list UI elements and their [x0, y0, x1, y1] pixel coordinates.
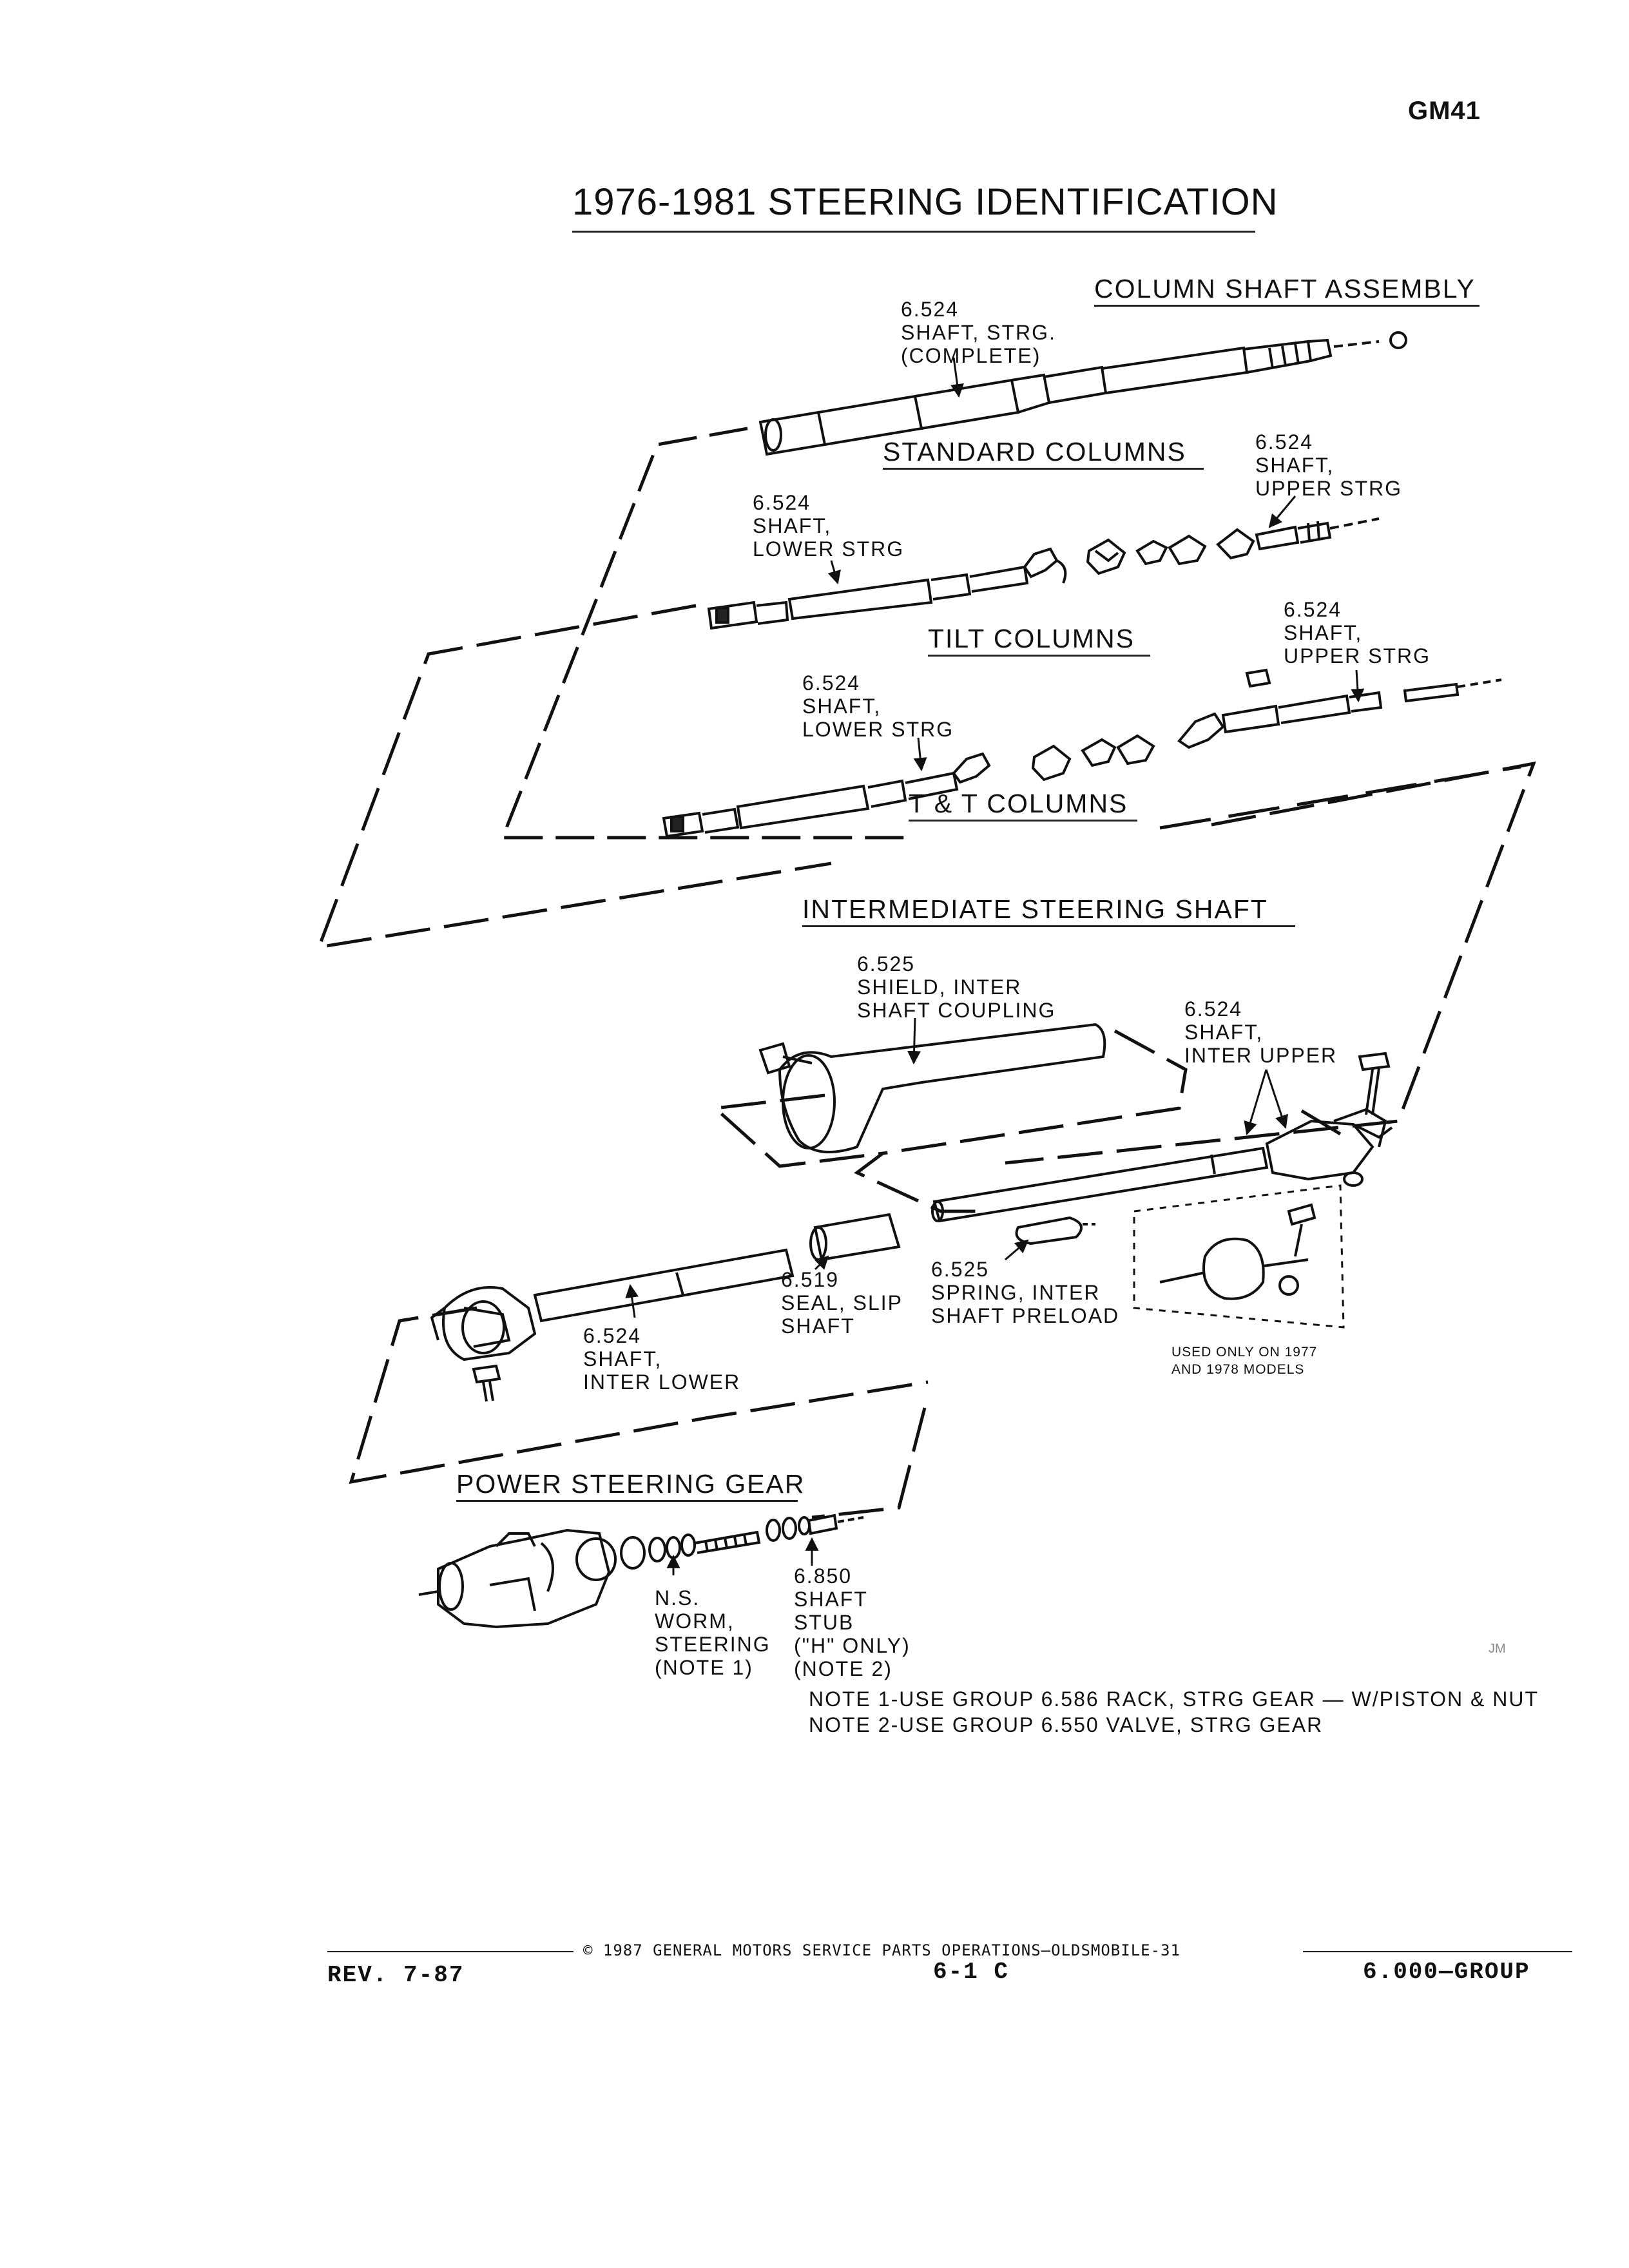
- label-used-only: USED ONLY ON 1977 AND 1978 MODELS: [1171, 1345, 1318, 1377]
- leader-std-upper: [1268, 496, 1295, 528]
- label-shield-coupling: 6.525 SHIELD, INTER SHAFT COUPLING: [857, 952, 1056, 1022]
- inter-upper-shaft-part: [932, 1053, 1392, 1221]
- shaft-stub-part: [809, 1515, 863, 1533]
- leader-tilt-lower: [913, 738, 927, 772]
- footer-page-number: 6-1 C: [933, 1959, 1010, 1985]
- leader-spring: [1005, 1239, 1029, 1260]
- section-heading-intermediate: INTERMEDIATE STEERING SHAFT: [802, 894, 1268, 924]
- inter-lower-shaft-part: [432, 1250, 793, 1401]
- note-1: NOTE 1-USE GROUP 6.586 RACK, STRG GEAR —…: [809, 1687, 1539, 1711]
- section-heading-power-gear: POWER STEERING GEAR: [456, 1469, 805, 1499]
- leader-std-lower: [827, 561, 841, 585]
- footer-rule-right: [1303, 1951, 1572, 1952]
- column-to-intermediate-frame: [1160, 767, 1521, 828]
- power-steering-gear-part: [419, 1530, 609, 1627]
- section-rule: [909, 820, 1137, 822]
- standard-routing-frame: [503, 428, 909, 838]
- label-std-lower-shaft: 6.524 SHAFT, LOWER STRG: [753, 491, 905, 561]
- title-underline: [572, 231, 1255, 233]
- standard-upper-shaft-part: [1257, 519, 1379, 549]
- footer-revision: REV. 7-87: [327, 1962, 465, 1988]
- leader-shaft-complete: [950, 358, 964, 398]
- label-tilt-upper-shaft: 6.524 SHAFT, UPPER STRG: [1284, 598, 1431, 668]
- page-title: 1976-1981 STEERING IDENTIFICATION: [572, 181, 1278, 223]
- footer-group: 6.000—GROUP: [1363, 1959, 1530, 1985]
- section-heading-tt: T & T COLUMNS: [909, 789, 1128, 818]
- artist-mark: JM: [1489, 1642, 1506, 1656]
- preload-spring-part: [1017, 1218, 1096, 1244]
- label-steering-worm: N.S. WORM, STEERING (NOTE 1): [655, 1586, 771, 1679]
- section-heading-tilt: TILT COLUMNS: [928, 624, 1135, 653]
- note-2: NOTE 2-USE GROUP 6.550 VALVE, STRG GEAR: [809, 1713, 1324, 1736]
- section-rule: [1094, 305, 1480, 307]
- column-shaft-assembly-part: [760, 332, 1406, 454]
- label-inter-lower-shaft: 6.524 SHAFT, INTER LOWER: [583, 1324, 741, 1394]
- leader-shield: [907, 1018, 921, 1065]
- label-slip-shaft-seal: 6.519 SEAL, SLIP SHAFT: [781, 1268, 903, 1338]
- steering-worm-part: [577, 1517, 809, 1580]
- standard-coupling-part: [1088, 530, 1253, 573]
- leader-inter-upper-b: [1266, 1070, 1288, 1129]
- label-inter-upper-shaft: 6.524 SHAFT, INTER UPPER: [1184, 997, 1338, 1067]
- slip-shaft-seal-part: [811, 1215, 899, 1260]
- standard-lower-shaft-part: [709, 549, 1065, 628]
- leader-inter-lower: [625, 1283, 639, 1318]
- tilt-lower-shaft-part: [664, 754, 989, 836]
- intermediate-routing-frame: [715, 1031, 1340, 1211]
- section-rule: [802, 925, 1295, 927]
- section-rule: [928, 655, 1150, 657]
- section-rule: [883, 468, 1204, 470]
- footer-copyright: © 1987 GENERAL MOTORS SERVICE PARTS OPER…: [583, 1941, 1181, 1959]
- label-shaft-strg-complete: 6.524 SHAFT, STRG. (COMPLETE): [901, 298, 1056, 367]
- section-heading-standard: STANDARD COLUMNS: [883, 437, 1186, 466]
- leader-seal: [815, 1255, 829, 1269]
- section-rule: [456, 1500, 798, 1502]
- section-heading-column-shaft: COLUMN SHAFT ASSEMBLY: [1094, 274, 1476, 303]
- label-tilt-lower-shaft: 6.524 SHAFT, LOWER STRG: [802, 671, 954, 741]
- tilt-coupling-part: [1033, 670, 1269, 780]
- label-shaft-stub: 6.850 SHAFT STUB ("H" ONLY) (NOTE 2): [794, 1564, 911, 1680]
- tilt-upper-shaft-part: [1223, 680, 1501, 732]
- tilt-routing-frame: [319, 606, 1534, 1163]
- label-std-upper-shaft: 6.524 SHAFT, UPPER STRG: [1255, 430, 1403, 500]
- leader-inter-upper-a: [1244, 1070, 1266, 1136]
- lower-routing-frame: [351, 1308, 928, 1517]
- footer-rule-left: [327, 1951, 574, 1952]
- label-preload-spring: 6.525 SPRING, INTER SHAFT PRELOAD: [931, 1258, 1120, 1327]
- used-only-1977-1978-inset: [1134, 1186, 1344, 1327]
- leader-tilt-upper: [1351, 670, 1365, 703]
- coupling-shield-part: [760, 1024, 1104, 1152]
- page-id: GM41: [1408, 97, 1481, 125]
